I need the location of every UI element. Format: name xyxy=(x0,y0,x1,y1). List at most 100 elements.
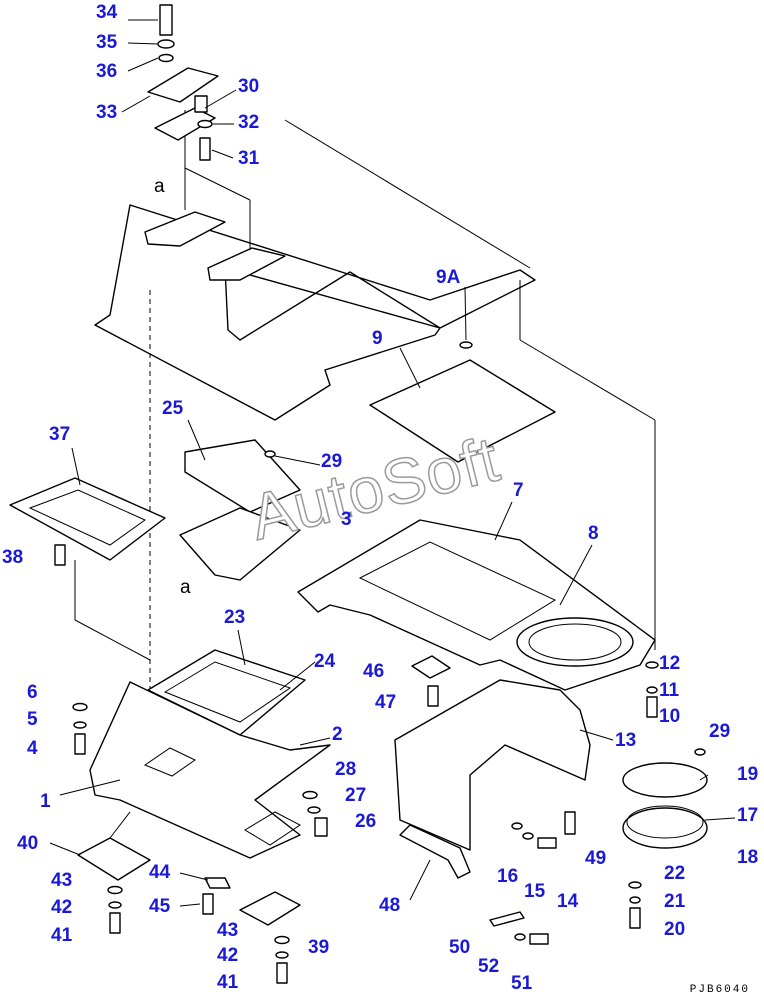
callout-4: 4 xyxy=(27,738,38,759)
bolt-45 xyxy=(202,893,214,915)
bolt-26 xyxy=(314,817,328,837)
callout-49: 49 xyxy=(585,848,607,869)
washer-5 xyxy=(73,721,87,729)
callout-47: 47 xyxy=(375,692,397,713)
plate-33 xyxy=(147,67,219,103)
washer-21 xyxy=(629,896,641,904)
cover-13 xyxy=(394,679,591,851)
bracket-30 xyxy=(154,107,216,141)
washer-12 xyxy=(645,661,659,669)
callout-3: 3 xyxy=(341,509,352,530)
callout-29: 29 xyxy=(321,451,343,472)
callout-42: 42 xyxy=(51,897,73,918)
washer-43 xyxy=(107,885,123,895)
callout-51: 51 xyxy=(511,973,533,994)
callout-19: 19 xyxy=(737,764,759,785)
washer-35 xyxy=(157,39,175,49)
bolt-41b xyxy=(276,962,288,984)
callout-22: 22 xyxy=(664,863,686,884)
callout-40: 40 xyxy=(17,833,39,854)
callout-29b: 29 xyxy=(709,721,731,742)
bracket-46 xyxy=(411,655,451,679)
bolt-47 xyxy=(427,685,439,707)
callout-11: 11 xyxy=(659,680,680,701)
washer-43b xyxy=(274,935,290,945)
callout-44: 44 xyxy=(149,862,171,883)
callout-13: 13 xyxy=(615,730,637,751)
bolt-41 xyxy=(109,912,121,934)
bolt-51 xyxy=(529,933,549,945)
bolt-34 xyxy=(159,4,173,36)
callout-38: 38 xyxy=(2,547,24,568)
bolt-49 xyxy=(564,811,576,835)
callout-42b: 42 xyxy=(217,945,239,966)
callout-9: 9 xyxy=(372,328,383,349)
callout-41: 41 xyxy=(51,925,73,946)
cover-19 xyxy=(622,762,708,798)
cover-40 xyxy=(77,837,151,881)
callout-26: 26 xyxy=(355,811,377,832)
callout-1: 1 xyxy=(40,791,51,812)
callout-27: 27 xyxy=(345,785,367,806)
gasket-37 xyxy=(9,477,166,561)
callout-23: 23 xyxy=(224,607,246,628)
callout-45: 45 xyxy=(149,896,171,917)
callout-52: 52 xyxy=(478,956,500,977)
floor-mat-slot-2 xyxy=(207,247,286,281)
callout-5: 5 xyxy=(27,709,38,730)
callout-39: 39 xyxy=(308,937,330,958)
bolt-10 xyxy=(646,696,658,718)
washer-16 xyxy=(511,822,523,830)
callout-46: 46 xyxy=(363,661,385,682)
callout-21: 21 xyxy=(664,891,686,912)
callout-16: 16 xyxy=(497,866,519,887)
detail-letter-a: a xyxy=(154,176,165,197)
floor-mat-top xyxy=(94,204,536,421)
detail-letter-a: a xyxy=(180,577,191,598)
callout-18: 18 xyxy=(737,847,759,868)
callout-41b: 41 xyxy=(217,972,239,993)
callout-20: 20 xyxy=(664,919,686,940)
callout-10: 10 xyxy=(659,706,681,727)
washer-42 xyxy=(108,901,122,909)
clip-44 xyxy=(204,877,231,889)
grommet-29b xyxy=(694,748,706,756)
callout-7: 7 xyxy=(513,480,524,501)
floor-mat-slot-1 xyxy=(144,211,226,247)
washer-11 xyxy=(646,686,658,694)
bolt-14 xyxy=(537,837,557,849)
callout-28: 28 xyxy=(335,759,357,780)
callout-34: 34 xyxy=(96,2,118,23)
floor-plate-7 xyxy=(297,519,656,691)
callout-36: 36 xyxy=(96,61,118,82)
callout-25: 25 xyxy=(162,398,184,419)
washer-42b xyxy=(275,951,289,959)
cover-18 xyxy=(622,807,708,849)
callout-15: 15 xyxy=(524,881,546,902)
mat-25 xyxy=(184,439,301,513)
washer-15 xyxy=(522,832,534,840)
washer-22 xyxy=(628,881,642,889)
leader-lines xyxy=(49,19,736,907)
grommet-29 xyxy=(264,450,276,458)
bolt-20 xyxy=(629,907,641,929)
floor-plate-1 xyxy=(89,681,331,859)
washer-28 xyxy=(302,790,318,800)
callout-30: 30 xyxy=(238,76,260,97)
spacer-30 xyxy=(194,95,208,113)
drawing-code: PJB6040 xyxy=(689,984,750,996)
callout-37: 37 xyxy=(49,424,71,445)
washer-6 xyxy=(72,702,88,712)
callout-14: 14 xyxy=(557,891,579,912)
washer-32 xyxy=(197,119,213,129)
callout-48: 48 xyxy=(379,895,401,916)
callout-9a: 9A xyxy=(436,267,461,288)
sheet-39 xyxy=(239,891,301,926)
mat-3 xyxy=(179,507,301,581)
bolt-4 xyxy=(74,733,86,755)
washer-27 xyxy=(307,806,321,814)
callout-6: 6 xyxy=(27,682,38,703)
bolt-38 xyxy=(54,544,66,566)
